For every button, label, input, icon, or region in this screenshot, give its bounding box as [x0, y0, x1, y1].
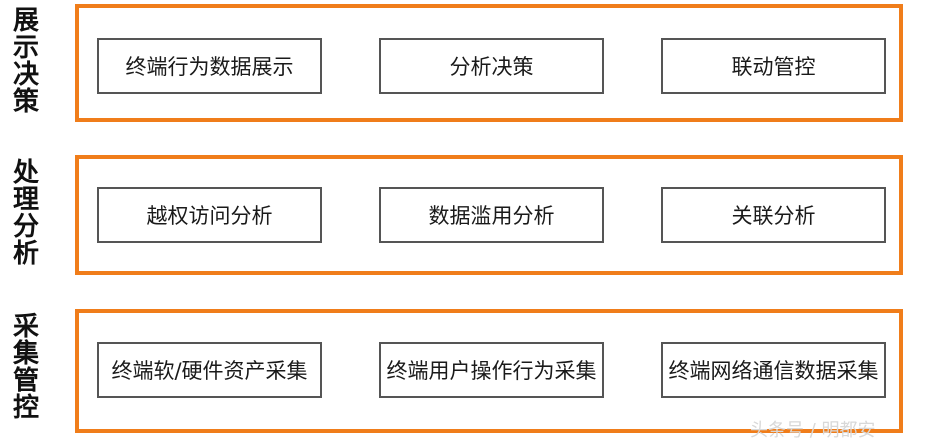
layer-label-char: 处	[12, 158, 39, 188]
layer-label-char: 管	[12, 366, 39, 396]
item-network-data-collection: 终端网络通信数据采集	[661, 342, 886, 398]
layer-label-char: 示	[12, 33, 39, 63]
layer-label-char: 决	[12, 60, 39, 90]
layer-collection-control: 终端软/硬件资产采集 终端用户操作行为采集 终端网络通信数据采集	[75, 309, 903, 433]
layer-processing-analysis: 越权访问分析 数据滥用分析 关联分析	[75, 155, 903, 275]
layer-label-char: 分	[12, 212, 39, 242]
layer-label-char: 集	[12, 339, 39, 369]
item-user-operation-collection: 终端用户操作行为采集	[379, 342, 604, 398]
item-correlation-analysis: 关联分析	[661, 187, 886, 243]
item-asset-collection: 终端软/硬件资产采集	[97, 342, 322, 398]
layer-label-char: 析	[12, 239, 39, 269]
item-analysis-decision: 分析决策	[379, 38, 604, 94]
item-terminal-behavior-display: 终端行为数据展示	[97, 38, 322, 94]
layer-display-decision: 终端行为数据展示 分析决策 联动管控	[75, 4, 903, 122]
watermark: 头条号 / 明都安	[750, 420, 876, 441]
layer-label-char: 理	[12, 185, 39, 215]
layer-label-char: 展	[12, 6, 39, 36]
layer-label-processing-analysis: 处 理 分 析	[4, 158, 48, 270]
layer-label-collection-control: 采 集 管 控	[4, 312, 48, 424]
item-unauthorized-access-analysis: 越权访问分析	[97, 187, 322, 243]
item-data-abuse-analysis: 数据滥用分析	[379, 187, 604, 243]
layer-label-display-decision: 展 示 决 策	[4, 6, 48, 118]
layer-label-char: 控	[12, 393, 39, 423]
layer-label-char: 采	[12, 312, 39, 342]
layer-label-char: 策	[12, 87, 39, 117]
item-linkage-control: 联动管控	[661, 38, 886, 94]
